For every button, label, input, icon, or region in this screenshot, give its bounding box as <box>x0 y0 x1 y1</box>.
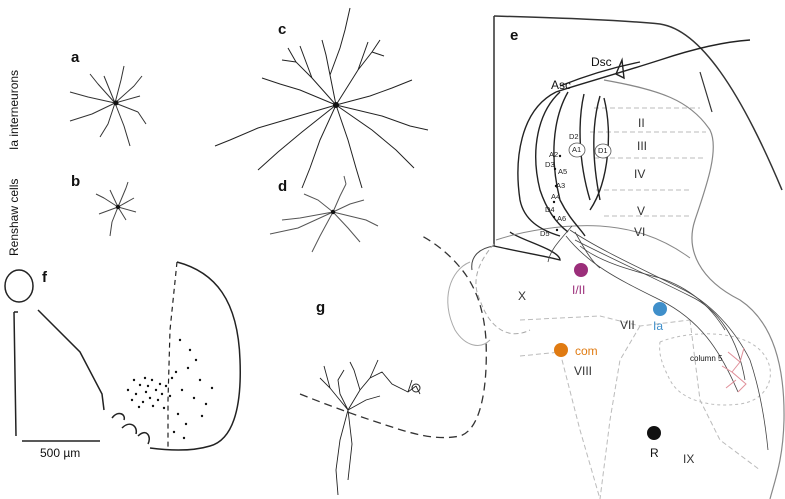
lamina-IX: IX <box>683 452 695 466</box>
branch-label-A2: A2 <box>549 150 559 159</box>
panel-f-section <box>13 261 241 451</box>
branch-label-D2: D2 <box>569 132 579 141</box>
column-5-arbor <box>721 347 747 393</box>
branch-label-A3: A3 <box>556 181 566 190</box>
lamina-V: V <box>637 204 646 218</box>
marker-label-R: R <box>650 446 659 460</box>
marker-label-com: com <box>575 344 598 358</box>
marker-I-II-dot <box>574 263 588 277</box>
neuron-d <box>269 175 379 253</box>
lamina-IV: IV <box>634 167 646 181</box>
panel-label-b: b <box>71 173 81 190</box>
neuron-b <box>95 181 137 237</box>
motoneuron-axons <box>547 225 769 451</box>
panel-label-c: c <box>278 21 287 38</box>
cell-distribution-dots <box>126 338 214 440</box>
lamina-VI: VI <box>634 225 646 239</box>
branch-ovals <box>568 142 612 159</box>
branch-label-D4: D4 <box>545 205 555 214</box>
marker-R-dot <box>647 426 661 440</box>
panel-e-section <box>447 15 785 499</box>
neuron-g <box>319 359 421 496</box>
branch-label-A4: A4 <box>551 192 561 201</box>
lamina-VII: VII <box>620 318 635 332</box>
cell-outline <box>4 269 34 303</box>
marker-label-Ia: Ia <box>653 319 664 333</box>
branch-label-D1: D1 <box>598 146 608 155</box>
panel-label-d: d <box>278 178 288 195</box>
panel-label-a: a <box>71 49 80 66</box>
panel-label-f: f <box>42 269 47 286</box>
side-label-renshaw-cells: Renshaw cells <box>7 178 21 256</box>
marker-com-dot <box>554 343 568 357</box>
lamina-II: II <box>638 116 645 130</box>
lamina-III: III <box>637 139 648 153</box>
panel-label-e: e <box>510 27 519 44</box>
scale-bar-label: 500 µm <box>40 446 81 460</box>
neuron-c <box>214 7 429 189</box>
tract-asc-label: Asc <box>551 78 572 92</box>
branch-label-D3: D3 <box>545 160 555 169</box>
branch-label-A6: A6 <box>557 214 567 223</box>
branch-label-D5: D5 <box>540 229 550 238</box>
marker-Ia-dot <box>653 302 667 316</box>
lamina-X: X <box>518 289 527 303</box>
tract-dsc-label: Dsc <box>591 55 612 69</box>
marker-label-I-II: I/II <box>572 283 586 297</box>
panel-label-g: g <box>316 299 326 316</box>
lamina-VIII: VIII <box>574 364 593 378</box>
branch-markers <box>552 154 562 232</box>
panel-g-section <box>299 234 487 439</box>
side-label-ia-interneurons: Ia interneurons <box>7 69 21 150</box>
branch-label-A5: A5 <box>558 167 568 176</box>
column-5-label: column 5 <box>690 354 723 363</box>
neuron-a <box>69 65 147 147</box>
branch-label-A1: A1 <box>572 145 582 154</box>
